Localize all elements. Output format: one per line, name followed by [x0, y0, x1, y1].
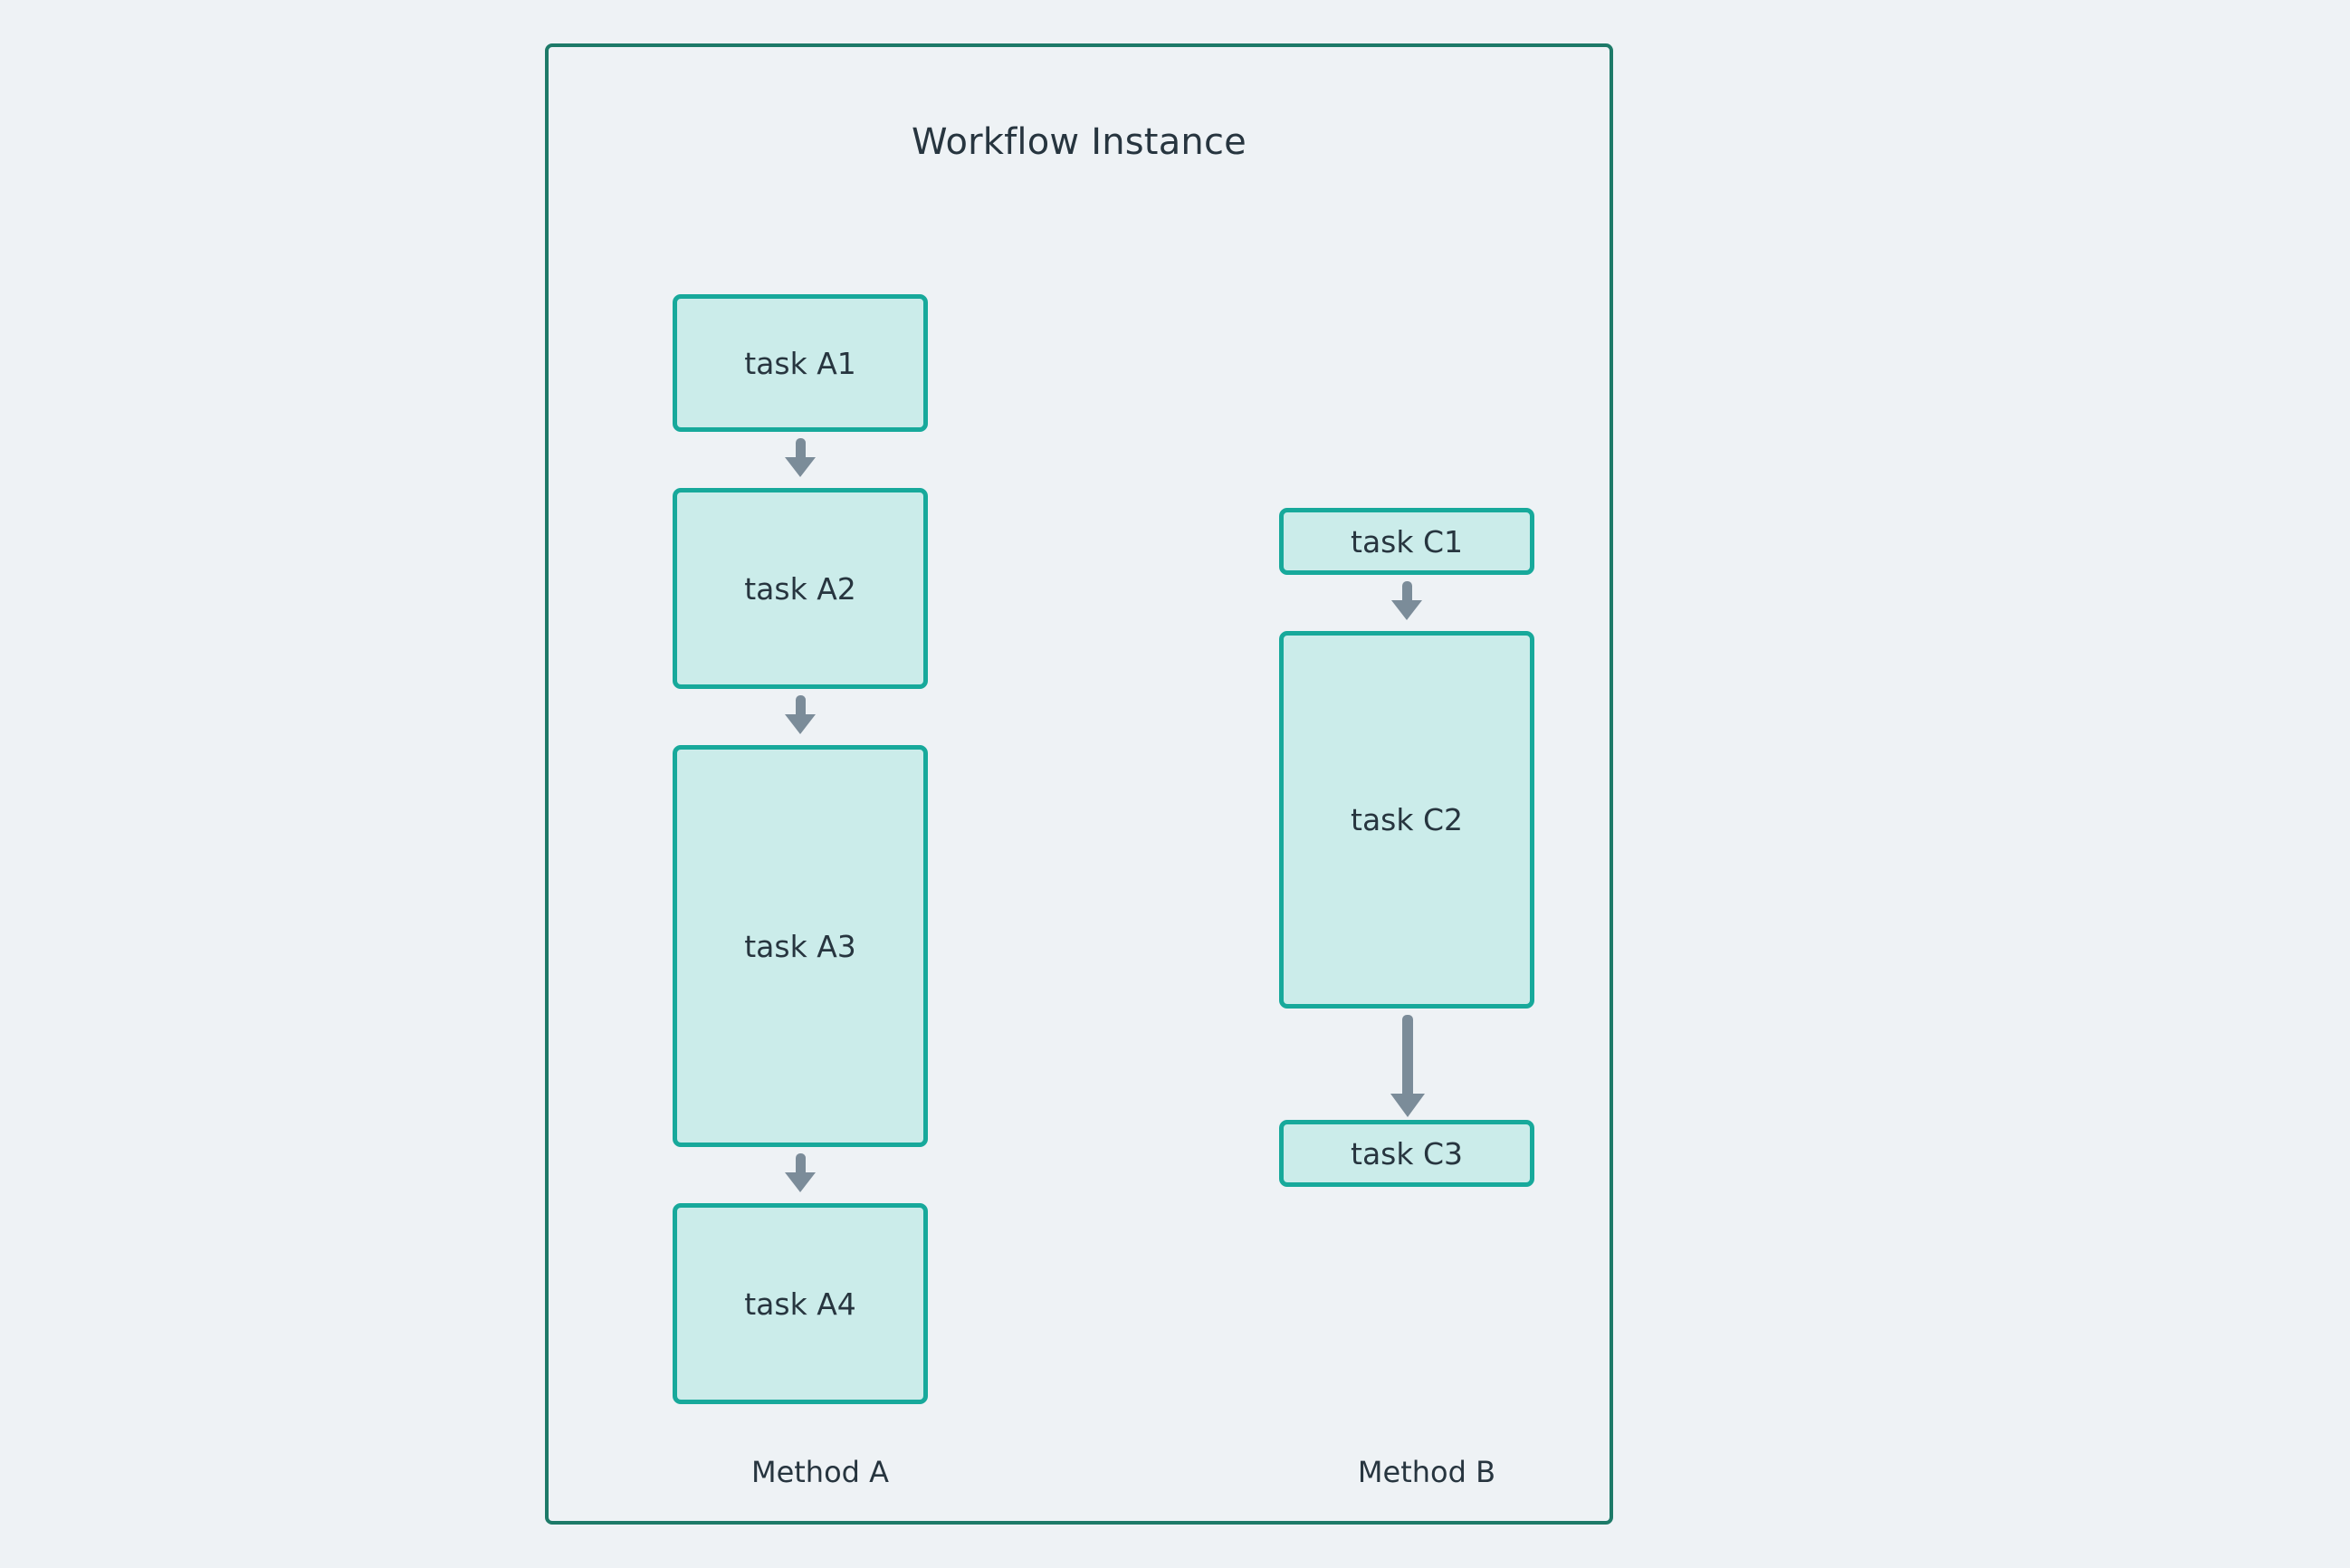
task-label-a3: task A3	[744, 928, 856, 964]
arrow-shaft	[795, 1153, 806, 1173]
task-box-c2[interactable]: task C2	[1279, 631, 1534, 1009]
arrow-head	[785, 457, 816, 477]
arrow-head	[785, 714, 816, 734]
arrow-shaft	[795, 438, 806, 458]
arrow-shaft	[1402, 1015, 1413, 1095]
task-box-c1[interactable]: task C1	[1279, 508, 1534, 575]
arrow-head	[1390, 1094, 1425, 1117]
method-b-label: Method B	[1357, 1455, 1496, 1489]
task-box-a4[interactable]: task A4	[673, 1203, 928, 1404]
task-box-c3[interactable]: task C3	[1279, 1120, 1534, 1187]
task-label-a2: task A2	[744, 570, 856, 607]
task-label-c2: task C2	[1351, 802, 1463, 837]
method-b-column: task C1 task C2 task C3 Method B	[1264, 47, 1590, 1521]
workflow-instance-container: Workflow Instance task A1 task A2 task A…	[545, 43, 1613, 1525]
arrow-a1-to-a2	[785, 438, 816, 477]
task-label-a4: task A4	[744, 1286, 856, 1322]
task-label-a1: task A1	[744, 345, 856, 381]
arrow-c2-to-c3	[1390, 1015, 1425, 1117]
task-label-c3: task C3	[1351, 1135, 1463, 1171]
task-box-a3[interactable]: task A3	[673, 745, 928, 1147]
task-box-a2[interactable]: task A2	[673, 488, 928, 689]
arrow-a2-to-a3	[785, 695, 816, 734]
arrow-shaft	[795, 695, 806, 715]
arrow-c1-to-c2	[1391, 581, 1422, 620]
arrow-a3-to-a4	[785, 1153, 816, 1192]
workflow-title: Workflow Instance	[912, 121, 1247, 163]
task-box-a1[interactable]: task A1	[673, 294, 928, 432]
task-label-c1: task C1	[1351, 523, 1463, 559]
arrow-head	[1391, 600, 1422, 620]
arrow-head	[785, 1172, 816, 1192]
method-a-label: Method A	[750, 1455, 890, 1489]
arrow-shaft	[1401, 581, 1412, 601]
method-a-column: task A1 task A2 task A3 task A4 Method A	[657, 47, 983, 1521]
